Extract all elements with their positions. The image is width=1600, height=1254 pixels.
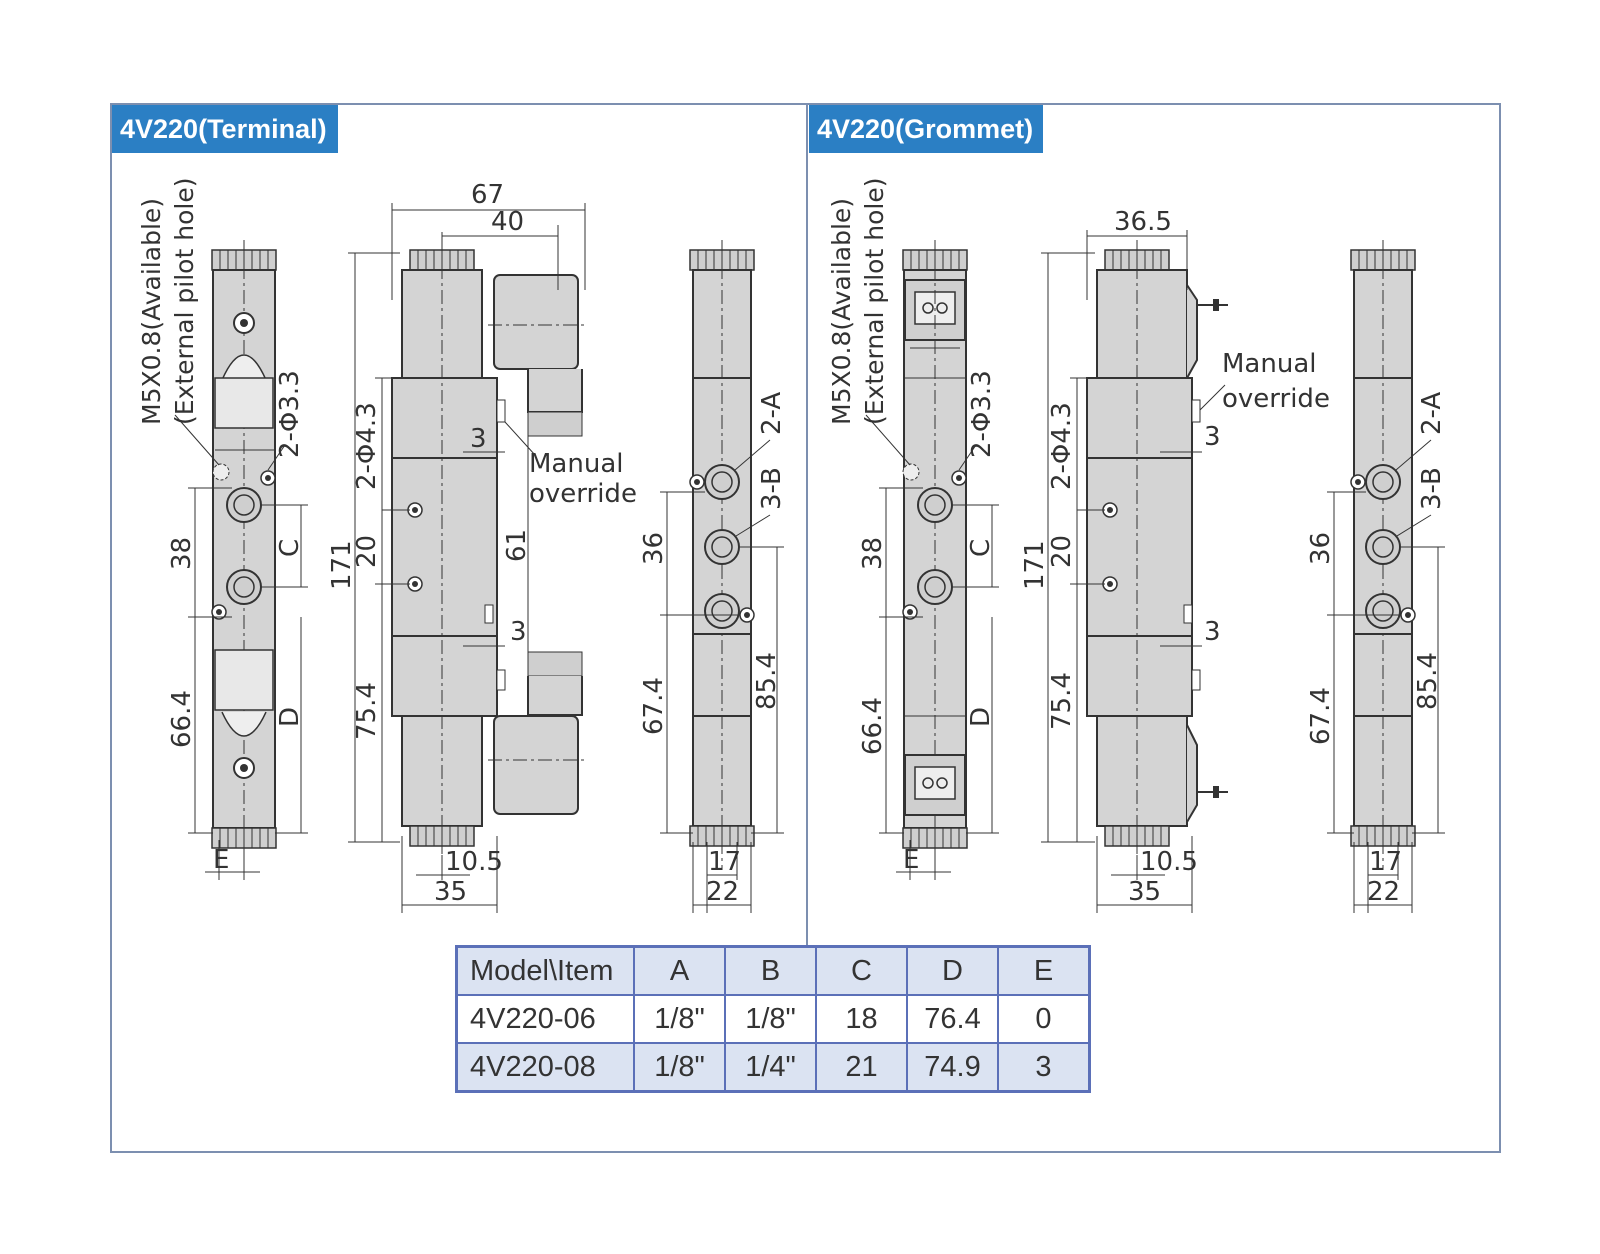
- dim-66-4-grommet: 66.4: [858, 697, 888, 755]
- hole-label-grommet-large: 2-Φ4.3: [1047, 402, 1077, 490]
- table-cell: 1/8": [724, 994, 817, 1044]
- table-cell: 21: [815, 1042, 908, 1093]
- table-cell: 1/8": [633, 1042, 726, 1093]
- table-header: E: [997, 945, 1091, 996]
- dim-22-grommet: 22: [1367, 877, 1400, 907]
- dim-66-4-terminal: 66.4: [167, 690, 197, 748]
- table-row: 4V220-06 1/8" 1/8" 18 76.4 0: [455, 994, 1091, 1044]
- table-cell: 18: [815, 994, 908, 1044]
- spec-table: Model\Item A B C D E 4V220-06 1/8" 1/8" …: [455, 945, 1091, 1093]
- dim-85-4-terminal: 85.4: [752, 652, 782, 710]
- port-a-grommet: 2-A: [1417, 392, 1447, 435]
- dim-17-terminal: 17: [708, 847, 741, 877]
- terminal-port-view: [660, 240, 784, 913]
- letter-c-grommet: C: [966, 539, 996, 557]
- pilot-note-terminal-1: M5X0.8(Available): [137, 198, 166, 425]
- dim-35-terminal: 35: [434, 877, 467, 907]
- panel-title-grommet: 4V220(Grommet): [809, 105, 1043, 153]
- dim-17-grommet: 17: [1369, 847, 1402, 877]
- dim-67: 67: [471, 180, 504, 210]
- panel-divider: [806, 103, 808, 946]
- table-header: B: [724, 945, 817, 996]
- dim-61: 61: [502, 529, 532, 562]
- dim-20-grommet: 20: [1047, 535, 1077, 568]
- dim-38-grommet: 38: [858, 537, 888, 570]
- dim-40: 40: [491, 207, 524, 237]
- hole-label-terminal-large: 2-Φ4.3: [352, 402, 382, 490]
- pilot-note-terminal-2: (External pilot hole): [170, 178, 199, 425]
- dim-36-grommet: 36: [1306, 532, 1336, 565]
- dim-67-4-terminal: 67.4: [639, 677, 669, 735]
- terminal-side-view: [174, 240, 308, 880]
- dim-85-4-grommet: 85.4: [1413, 652, 1443, 710]
- port-b-grommet: 3-B: [1417, 467, 1447, 510]
- manual-override-grommet-2: override: [1222, 384, 1330, 414]
- manual-override-terminal-2: override: [529, 479, 637, 509]
- hole-label-terminal-small: 2-Φ3.3: [275, 370, 305, 458]
- grommet-port-view: [1327, 240, 1445, 913]
- hole-label-grommet-small: 2-Φ3.3: [967, 370, 997, 458]
- terminal-front-view: [348, 203, 586, 913]
- dim-3-grommet-top: 3: [1204, 422, 1221, 452]
- dim-75-4-grommet: 75.4: [1047, 672, 1077, 730]
- drawing-frame: [110, 103, 1501, 1153]
- dim-20-terminal: 20: [352, 535, 382, 568]
- table-header-row: Model\Item A B C D E: [455, 945, 1091, 996]
- letter-e-terminal: E: [213, 845, 229, 875]
- table-row: 4V220-08 1/8" 1/4" 21 74.9 3: [455, 1042, 1091, 1093]
- grommet-front-view: [1041, 230, 1228, 913]
- table-cell: 76.4: [906, 994, 999, 1044]
- manual-override-terminal-1: Manual: [529, 449, 623, 479]
- dim-3-terminal-top: 3: [470, 424, 487, 454]
- table-cell: 1/4": [724, 1042, 817, 1093]
- grommet-side-view: [865, 240, 999, 880]
- table-cell: 74.9: [906, 1042, 999, 1093]
- panel-title-terminal: 4V220(Terminal): [112, 105, 338, 153]
- letter-e-grommet: E: [903, 845, 919, 875]
- dim-171-grommet: 171: [1020, 540, 1050, 590]
- dim-3-terminal-bottom: 3: [510, 617, 527, 647]
- pilot-note-grommet-1: M5X0.8(Available): [827, 198, 856, 425]
- dim-22-terminal: 22: [706, 877, 739, 907]
- port-b-terminal: 3-B: [757, 467, 787, 510]
- table-header: Model\Item: [455, 945, 635, 996]
- dim-36-terminal: 36: [639, 532, 669, 565]
- letter-d-terminal: D: [275, 707, 305, 727]
- dim-3-grommet-bottom: 3: [1204, 617, 1221, 647]
- dim-75-4-terminal: 75.4: [352, 682, 382, 740]
- dim-38-terminal: 38: [167, 537, 197, 570]
- table-cell: 4V220-08: [455, 1042, 635, 1093]
- table-cell: 1/8": [633, 994, 726, 1044]
- table-header: D: [906, 945, 999, 996]
- dim-10-5-terminal: 10.5: [445, 847, 503, 877]
- pilot-note-grommet-2: (External pilot hole): [860, 178, 889, 425]
- port-a-terminal: 2-A: [757, 392, 787, 435]
- table-cell: 0: [997, 994, 1091, 1044]
- dim-10-5-grommet: 10.5: [1140, 847, 1198, 877]
- manual-override-grommet-1: Manual: [1222, 349, 1316, 379]
- table-cell: 4V220-06: [455, 994, 635, 1044]
- table-header: C: [815, 945, 908, 996]
- letter-d-grommet: D: [966, 707, 996, 727]
- table-cell: 3: [997, 1042, 1091, 1093]
- dim-35-grommet: 35: [1128, 877, 1161, 907]
- dim-171-terminal: 171: [327, 540, 357, 590]
- letter-c-terminal: C: [275, 539, 305, 557]
- table-header: A: [633, 945, 726, 996]
- dim-36-5: 36.5: [1114, 207, 1172, 237]
- dim-67-4-grommet: 67.4: [1306, 687, 1336, 745]
